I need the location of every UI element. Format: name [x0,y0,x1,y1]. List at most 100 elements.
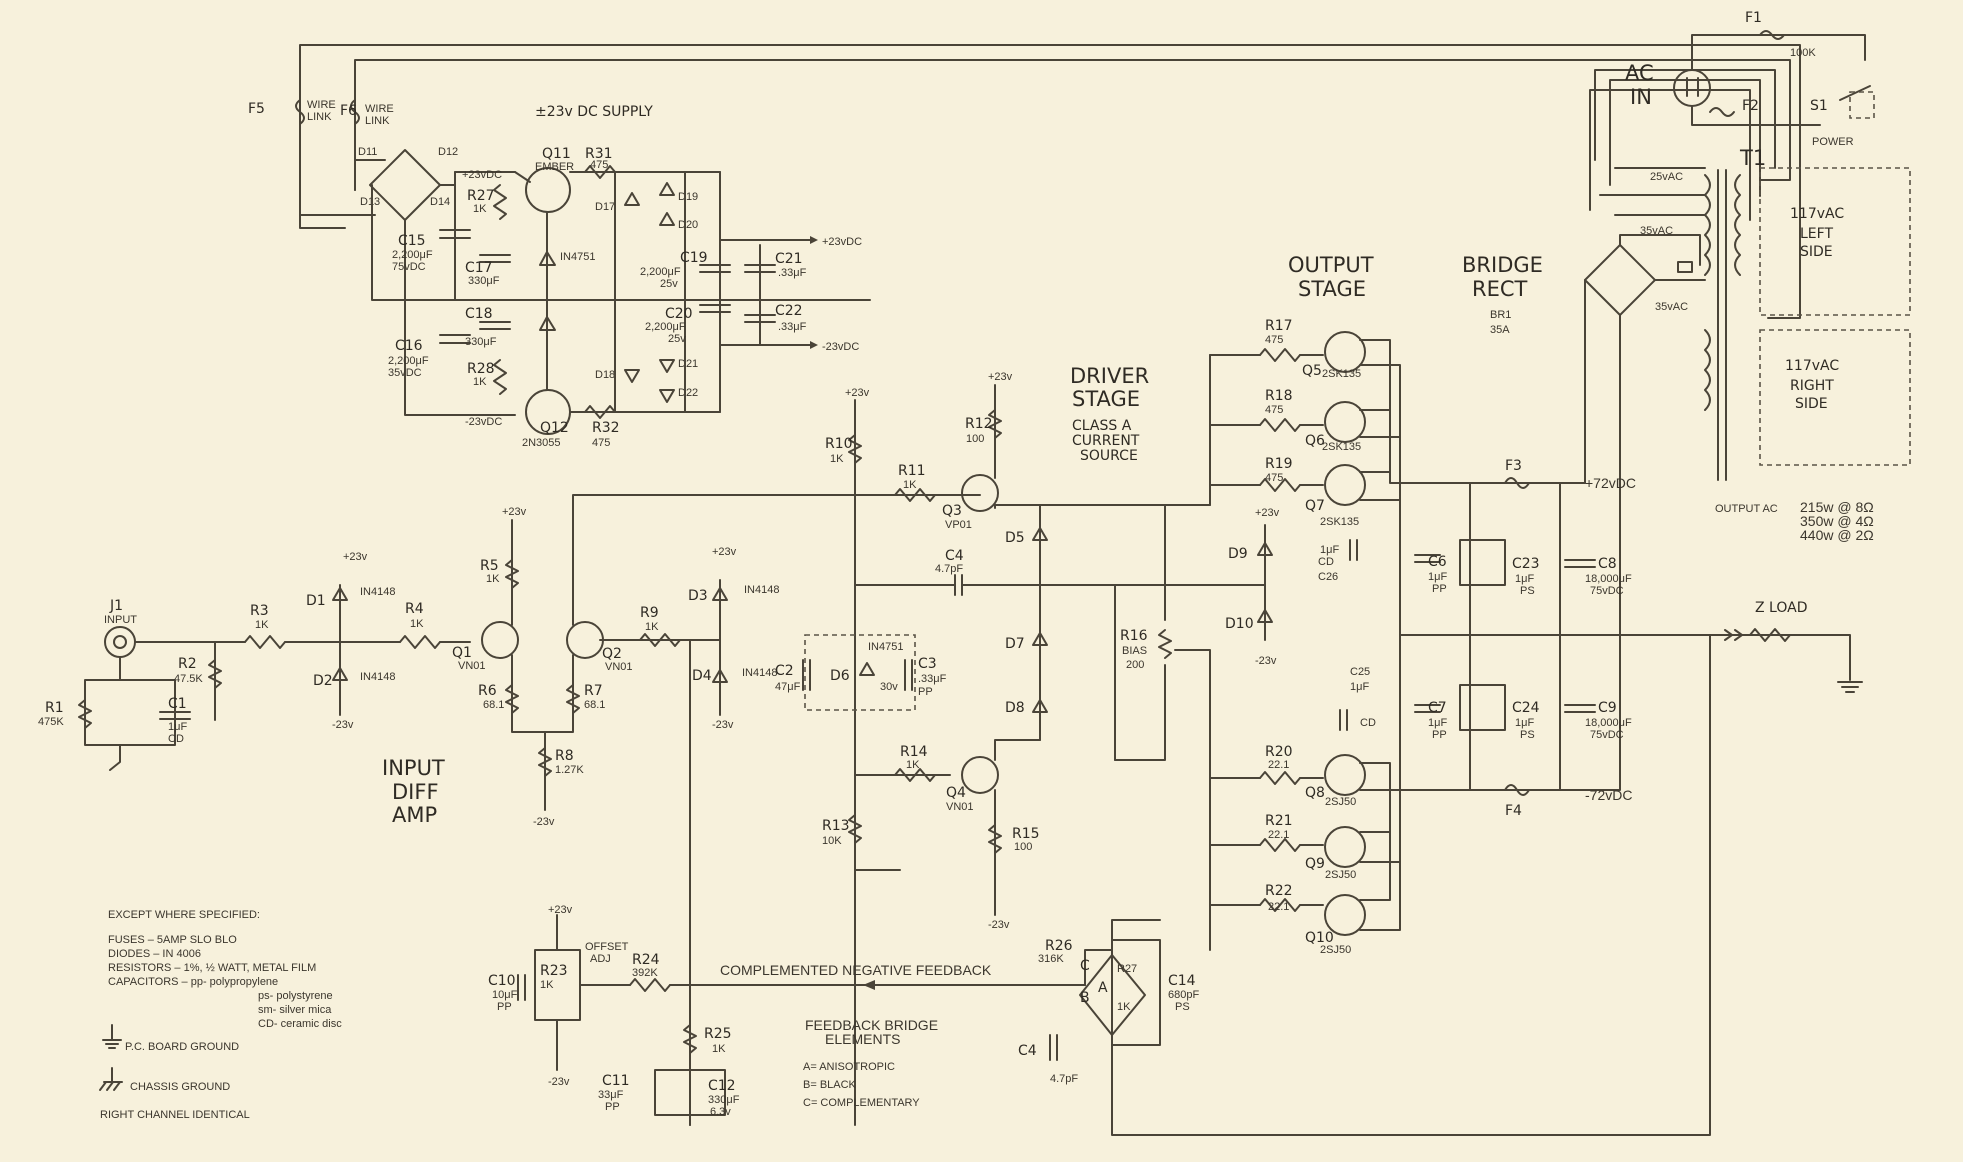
c25-value: 1μF [1350,681,1369,693]
r10-label: R10 [825,436,853,452]
r30-value: 1K [473,376,487,388]
q6-label: Q6 [1305,433,1325,449]
r31-value: 475 [590,159,608,171]
c19-label: C19 [680,250,708,266]
power-switch-icon [1839,85,1871,101]
f5-note-2: LINK [307,111,332,123]
d1-rail: +23v [343,551,368,563]
c20-label: C20 [665,306,693,322]
r4-value: 1K [410,618,424,630]
d13-label: D13 [360,196,380,208]
c25-label: C25 [1350,666,1370,678]
r24-label: R24 [632,952,660,968]
r8-label: R8 [555,748,574,764]
r28-label: R27 [1117,963,1137,975]
left-side-3: SIDE [1800,244,1833,260]
d4-rail: -23v [712,719,734,731]
offset-top-rail: +23v [548,904,573,916]
br1-label: BR1 [1490,309,1511,321]
q6-group: R18 475 Q6 2SK135 [1209,388,1366,453]
c4-value: 4.7pF [935,563,963,575]
bridge-rectifier: BRIDGE RECT BR1 35A [1462,234,1706,791]
z-load-resistor-icon [1749,628,1791,642]
driver-stage: DRIVER STAGE CLASS A CURRENT SOURCE +23v… [775,364,1280,1126]
fuse-f1-icon [1759,30,1785,40]
d11-label: D11 [358,146,377,158]
r14-value: 1K [906,759,920,771]
fb-bridge-title-2: ELEMENTS [825,1031,900,1047]
f1-note: 100K [1790,47,1816,59]
diff-pair: Q1 VN01 Q2 VN01 +23v R5 1K R6 68.1 R7 68… [452,494,981,1126]
r12-value: 100 [966,433,984,445]
r3-label: R3 [250,603,269,619]
c7-label: C7 [1428,700,1447,716]
r28-note: 1K [1117,1001,1131,1013]
bridge-rect-2: RECT [1472,277,1528,301]
d4-label: D4 [692,668,712,684]
c18-label: C18 [465,306,493,322]
c14-label: C14 [1168,973,1196,989]
c23-label: C23 [1512,556,1540,572]
d9-label: D9 [1228,546,1248,562]
c6-value: 1μF [1428,571,1447,583]
q11-transistor-icon [525,167,571,213]
q10-mosfet-icon [1324,894,1366,936]
d4-type: IN4148 [742,667,777,679]
r15-value: 100 [1014,841,1032,853]
left-side-1: 117vAC [1790,206,1844,222]
c26-type: CD [1318,556,1334,568]
r21-label: R21 [1265,813,1293,829]
c22-value: .33μF [778,321,807,333]
r26-label: R26 [1045,938,1073,954]
c17-label: C17 [465,260,493,276]
c10-type: PP [497,1001,512,1013]
c19-value: 2,200μF [640,266,681,278]
fb-key-c: C= COMPLEMENTARY [803,1097,920,1109]
c21-label: C21 [775,251,803,267]
c3-type: PP [918,686,933,698]
r21-value: 22.1 [1268,829,1289,841]
c23-type: PS [1520,585,1535,597]
minus72-label: -72vDC [1585,787,1632,803]
ac-input: AC IN F1 100K F2 S1 POWER [1625,10,1875,148]
q7-label: Q7 [1305,498,1325,514]
c9-label: C9 [1598,700,1617,716]
r17-value: 475 [1265,334,1283,346]
feedback-arrow-icon [863,980,875,990]
node-a-label: A [1098,980,1108,996]
r17-label: R17 [1265,318,1293,334]
r8-value: 1.27K [555,764,584,776]
r29-label: R27 [467,188,495,204]
c9-value: 18,000μF [1585,717,1632,729]
r12-label: R12 [965,416,993,432]
r23-label: R23 [540,963,568,979]
feedback-network: COMPLEMENTED NEGATIVE FEEDBACK R24 392K … [488,634,1711,1136]
ac-in-label-2: IN [1630,85,1652,109]
c10-label: C10 [488,973,516,989]
d3-label: D3 [688,588,708,604]
r2-value: 47.5K [174,673,203,685]
q5-type: 2SK135 [1322,368,1361,380]
r5-value: 1K [486,573,500,585]
c4-label: C4 [945,548,964,564]
node-b-label: B [1080,990,1090,1006]
d15-note: IN4751 [560,251,595,263]
c21-value: .33μF [778,267,807,279]
plus72-label: +72vDC [1585,475,1636,491]
right-channel-note: RIGHT CHANNEL IDENTICAL [100,1109,250,1121]
power-supply: ±23v DC SUPPLY F5 F6 WIRE LINK WIRE LINK… [248,99,871,449]
c6-label: C6 [1428,554,1447,570]
c15-value: 2,200μF [392,249,433,261]
br1-rating: 35A [1490,324,1510,336]
c24-type: PS [1520,729,1535,741]
supply-out-minus: -23vDC [822,341,859,353]
r16-label: R16 [1120,628,1148,644]
r19-label: R19 [1265,456,1293,472]
r22-value: 22.1 [1268,901,1289,913]
q8-group: R20 22.1 Q8 2SJ50 [1209,744,1366,808]
q1-rail: +23v [502,506,527,518]
f6-note-1: WIRE [365,103,394,115]
d2-label: D2 [313,673,333,689]
f6-label: F6 [340,103,357,119]
q2-label: Q2 [602,646,622,662]
